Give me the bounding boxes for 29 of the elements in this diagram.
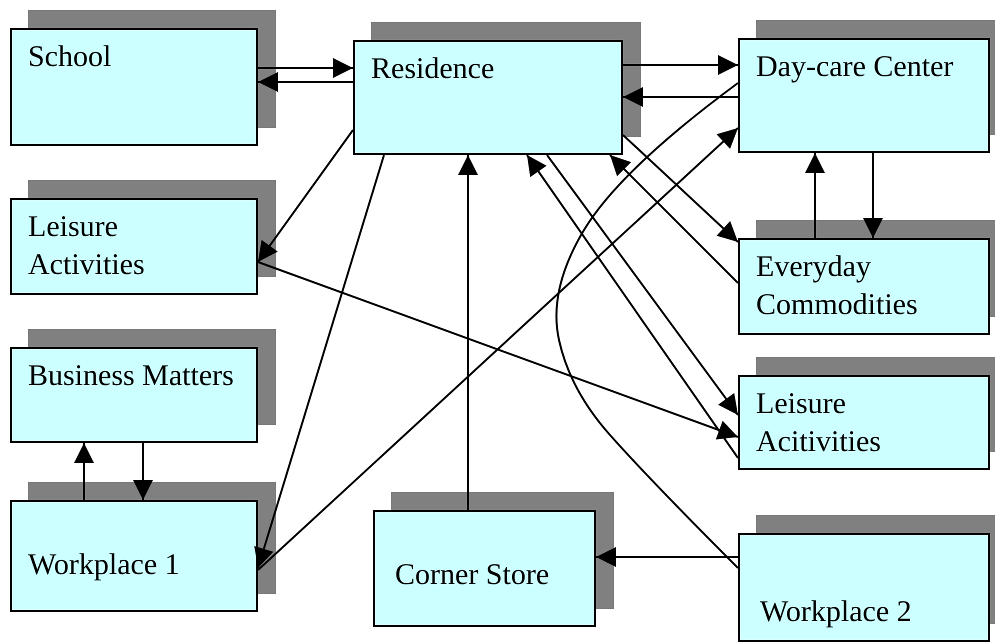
arrow — [258, 58, 353, 78]
arrow — [623, 87, 738, 107]
arrow — [74, 443, 94, 500]
arrow — [133, 443, 153, 500]
arrow — [596, 547, 738, 567]
arrow — [458, 155, 478, 510]
arrow — [526, 154, 739, 459]
arrow — [623, 55, 738, 75]
arrow — [254, 154, 385, 568]
arrow — [258, 261, 738, 440]
arrow — [257, 127, 739, 571]
arrow — [258, 72, 353, 92]
node-label: Business Matters — [28, 358, 235, 394]
node-label: Corner Store — [395, 557, 550, 593]
node-label: Everyday Commodities — [756, 249, 919, 323]
connector-line — [556, 82, 739, 569]
arrow — [609, 154, 739, 284]
arrow — [622, 134, 739, 243]
node-label: Leisure Acitivities — [756, 386, 882, 460]
arrow — [805, 153, 825, 238]
node-label: Residence — [371, 51, 496, 87]
arrow — [546, 154, 739, 416]
node-label: Day-care Center — [756, 49, 954, 85]
arrow — [863, 153, 883, 238]
node-label: Leisure Activities — [28, 209, 146, 283]
node-label: Workplace 1 — [28, 547, 181, 583]
arrow — [257, 129, 354, 263]
node-label: School — [28, 39, 112, 75]
node-label: Workplace 2 — [760, 594, 913, 630]
